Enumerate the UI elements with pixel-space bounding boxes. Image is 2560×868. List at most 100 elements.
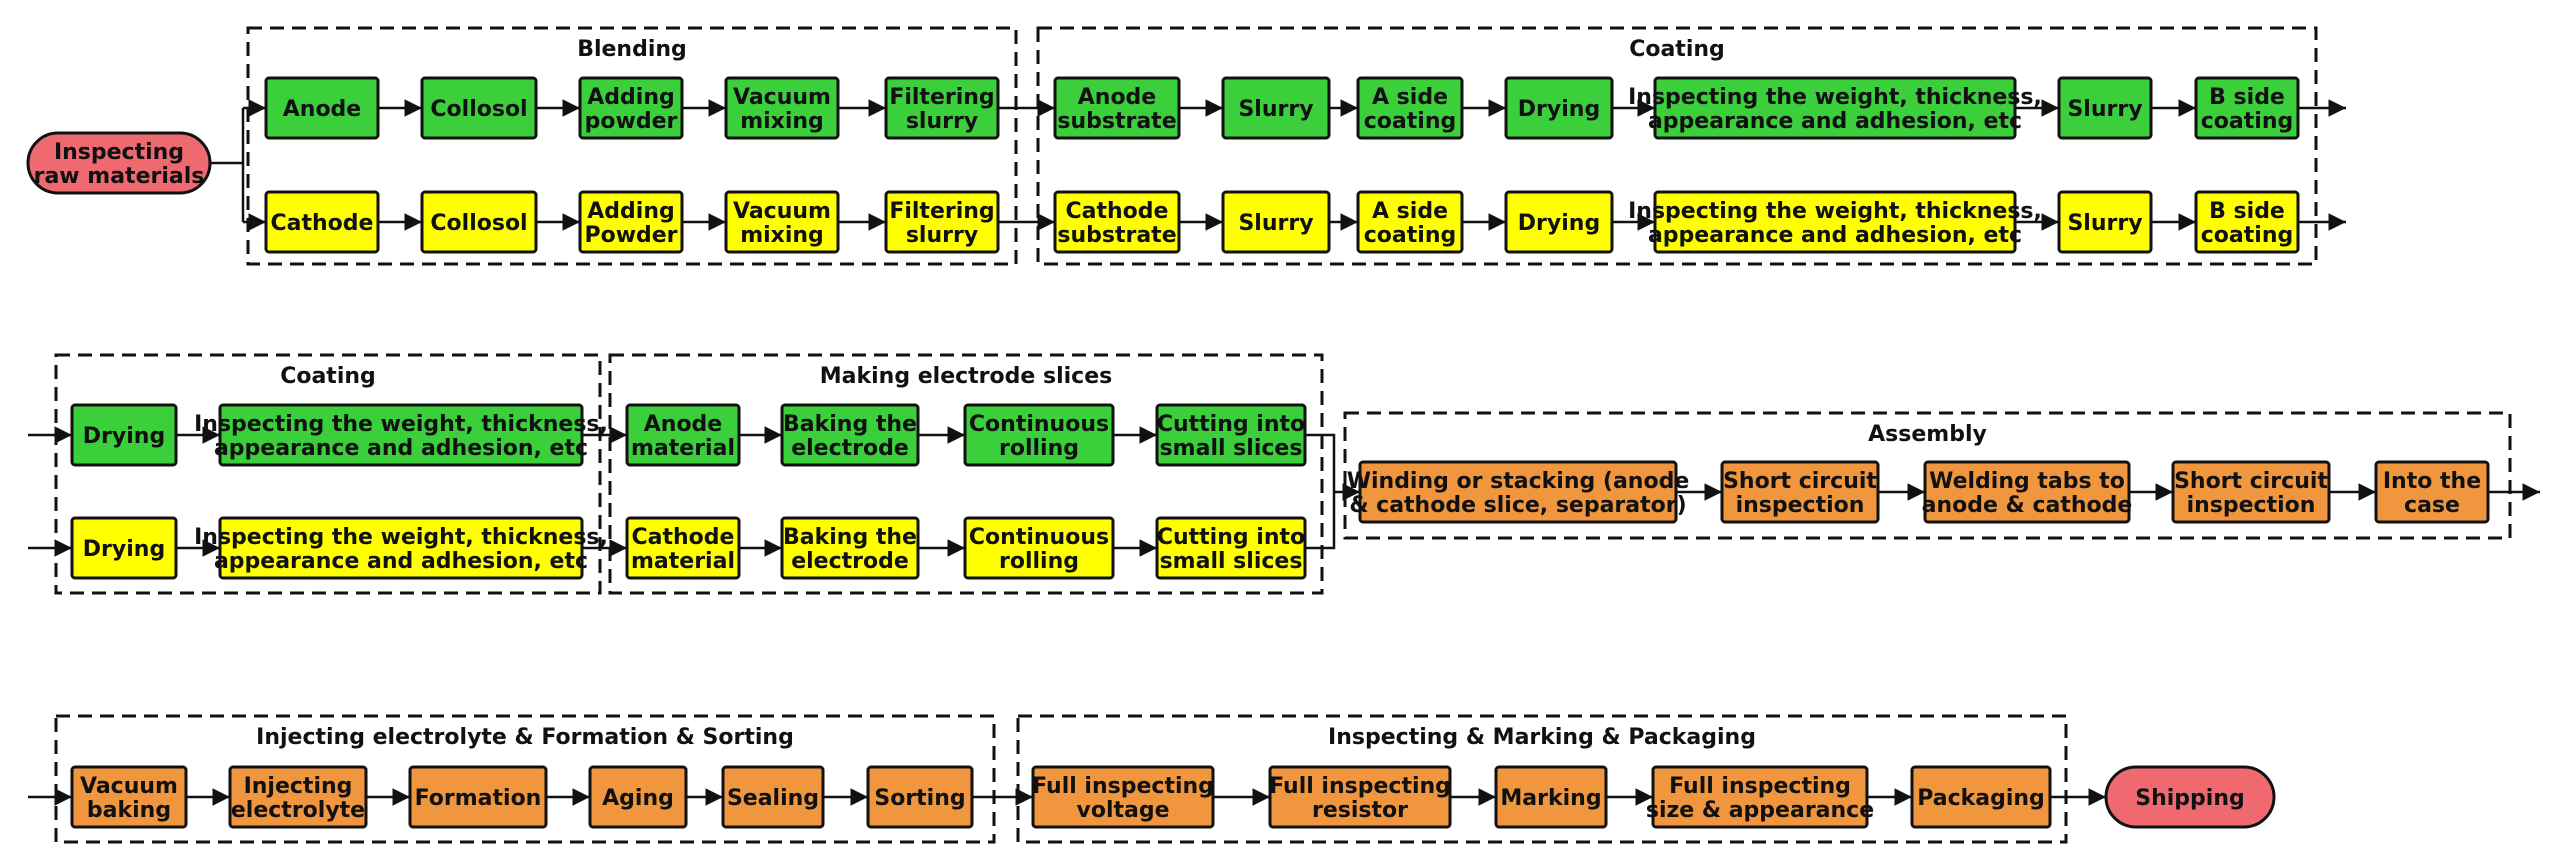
step-a-slurry1: Slurry [1221,76,1331,140]
step-label: Continuous [969,412,1109,437]
step-label: Inspecting the weight, thickness, [1628,85,2042,110]
step-box [218,403,584,467]
step-c-drying1: Drying [1504,190,1614,254]
step-label: Full inspecting [1032,774,1214,799]
step-box [420,190,538,254]
step-box [1356,190,1464,254]
step-box [963,403,1115,467]
step-label: Adding [587,85,674,110]
step-label: Collosol [430,211,527,236]
step-label: Baking the [783,525,917,550]
step-box [2194,190,2300,254]
step-label: Inspecting the weight, thickness, [194,525,608,550]
group-coating-coating1: Coating [1036,26,2318,266]
step-box [2057,190,2153,254]
step-label: Full inspecting [1269,774,1451,799]
step-c-cathode: Cathode [264,190,380,254]
step-label: Cathode [1066,199,1169,224]
step-label: A side [1372,85,1448,110]
step-label: Anode [283,97,361,122]
step-label: appearance and adhesion, etc [214,436,588,461]
step-label: electrode [791,436,909,461]
step-box [1504,76,1614,140]
step-label: anode & cathode [1922,493,2133,518]
step-label: Aging [602,786,674,811]
step-box [963,516,1115,580]
step-box [884,76,1000,140]
step-shipping: Shipping [2104,765,2276,829]
step-label: Sorting [874,786,965,811]
step-box [625,516,741,580]
step-sorting: Sorting [866,765,974,829]
step-box [1031,765,1215,829]
step-formation: Formation [408,765,548,829]
step-label: Anode [644,412,722,437]
step-box [1155,403,1307,467]
step-box [264,76,380,140]
step-aging: Aging [588,765,688,829]
step-label: Adding [587,199,674,224]
step-a-anode: Anode [264,76,380,140]
step-box [1923,460,2131,524]
step-box [2194,76,2300,140]
step-label: B side [2209,85,2285,110]
step-c-slurry2: Slurry [2057,190,2153,254]
step-box [780,516,920,580]
step-label: Marking [1500,786,1601,811]
step-label: Inspecting the weight, thickness, [194,412,608,437]
step-winding: Winding or stacking (anode& cathode slic… [1347,460,1690,524]
step-box [721,765,825,829]
step-box [218,516,584,580]
step-a-drying2: Drying [70,403,178,467]
step-label: Vacuum [733,85,831,110]
step-box [1268,765,1452,829]
step-label: electrolyte [231,798,365,823]
group-border [1016,714,2068,844]
group-title: Making electrode slices [820,364,1112,389]
step-box [884,190,1000,254]
step-box [1504,190,1614,254]
step-label: rolling [999,549,1079,574]
step-packaging: Packaging [1910,765,2052,829]
step-label: Vacuum [80,774,178,799]
step-label: Slurry [1238,211,1313,236]
step-label: Short circuit [2174,469,2328,494]
step-c-drying2: Drying [70,516,178,580]
step-label: Drying [1518,211,1600,236]
step-label: electrode [791,549,909,574]
step-box [2374,460,2490,524]
step-label: appearance and adhesion, etc [1648,223,2022,248]
group-title: Assembly [1868,422,1987,447]
step-label: Into the [2383,469,2481,494]
step-box [1494,765,1608,829]
step-label: powder [585,109,678,134]
step-box [625,403,741,467]
step-box [1653,76,2017,140]
step-label: Continuous [969,525,1109,550]
step-a-collosol: Collosol [420,76,538,140]
step-label: inspection [2187,493,2316,518]
step-label: Winding or stacking (anode [1347,469,1690,494]
step-label: Filtering [889,85,994,110]
step-box [724,190,840,254]
step-box [866,765,974,829]
step-box [1910,765,2052,829]
